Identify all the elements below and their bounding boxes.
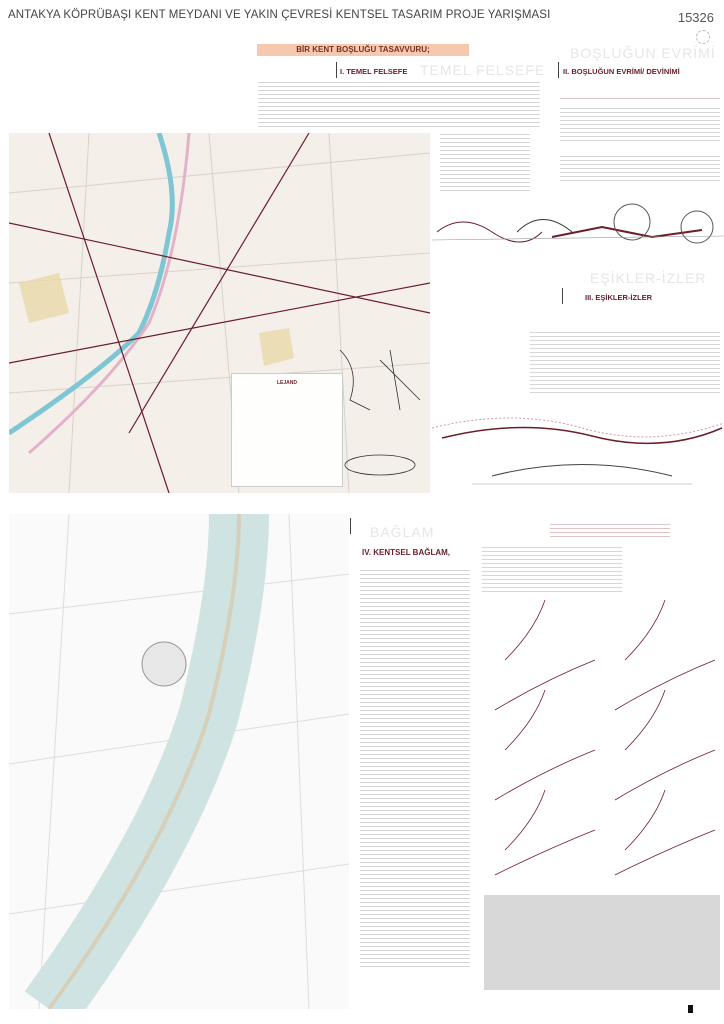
section-title-1: I. TEMEL FELSEFE [340, 67, 408, 76]
evolution-text [560, 106, 720, 142]
evolution-diagrams [432, 203, 724, 244]
legend-title: LEJAND [276, 380, 297, 386]
site-map-1-5000[interactable]: LEJAND [9, 133, 430, 493]
banner-title: BİR KENT BOŞLUĞU TASAVVURU; [257, 44, 469, 56]
logo-mark-icon [696, 30, 710, 44]
divider [336, 62, 337, 78]
site-plan-1-1000[interactable] [9, 514, 349, 1009]
divider [558, 62, 559, 78]
context-text [360, 568, 470, 968]
evolution-text-2 [560, 154, 720, 184]
inset-diagrams [339, 349, 421, 476]
section-title-3: III. EŞİKLER-İZLER [585, 293, 653, 302]
subtitle-text [560, 96, 720, 102]
ghost-title-4: BAĞLAM [370, 524, 435, 540]
ghost-title-3: EŞİKLER-İZLER [590, 270, 707, 286]
thresholds-text [530, 330, 720, 396]
aerial-image [484, 895, 720, 990]
diagram-intro-text [550, 522, 670, 540]
ghost-title-1: TEMEL FELSEFE [420, 62, 546, 78]
sheet-marker [688, 1005, 693, 1013]
ghost-title-2: BOŞLUĞUN EVRİMİ [570, 45, 716, 61]
diagram-notes-text [482, 545, 622, 595]
section-title-2: II. BOŞLUĞUN EVRİMİ/ DEVİNİMİ [563, 67, 680, 76]
map-legend: LEJAND [231, 373, 343, 487]
thresholds-diagrams [432, 417, 724, 485]
divider [562, 288, 563, 304]
quote-text [440, 132, 530, 192]
entry-code: 15326 [677, 10, 714, 25]
poster-title: ANTAKYA KÖPRÜBAŞI KENT MEYDANI VE YAKIN … [8, 9, 551, 21]
philosophy-text [258, 80, 540, 128]
section-title-4: IV. KENTSEL BAĞLAM, [362, 548, 451, 557]
phase-diagrams [494, 600, 716, 876]
divider [350, 518, 351, 534]
